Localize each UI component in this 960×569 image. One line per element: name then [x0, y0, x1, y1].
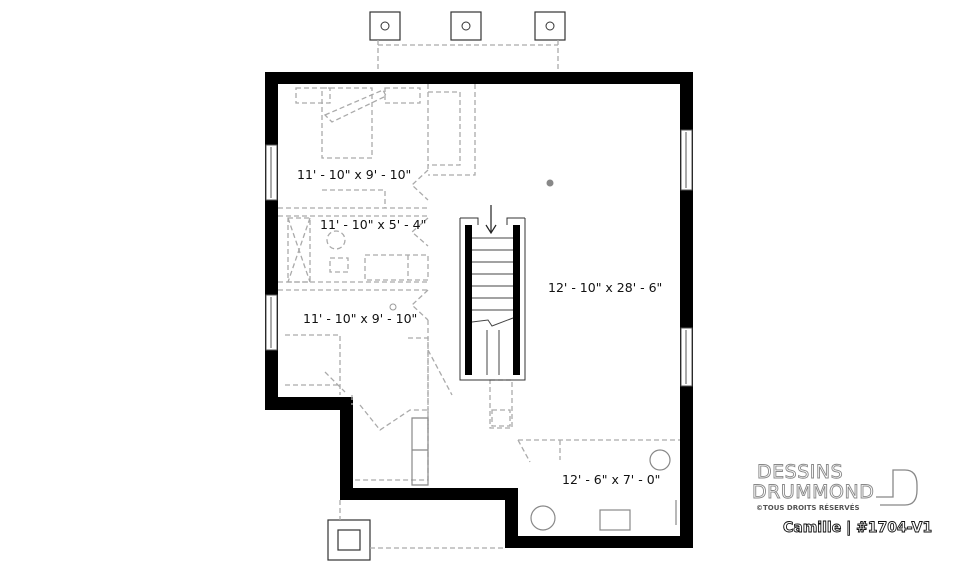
svg-text:DESSINS: DESSINS	[757, 461, 843, 483]
svg-text:©TOUS DROITS RÉSERVÉS: ©TOUS DROITS RÉSERVÉS	[756, 503, 860, 512]
staircase	[459, 205, 526, 381]
windows	[265, 129, 693, 387]
room-dimension-main-room: 12' - 10" x 28' - 6"	[548, 280, 662, 295]
dessins-drummond-logo: DESSINS DRUMMOND ©TOUS DROITS RÉSERVÉS	[752, 461, 918, 512]
room-dimension-utility: 12' - 6" x 7' - 0"	[562, 472, 660, 487]
svg-text:DRUMMOND: DRUMMOND	[752, 481, 874, 503]
room-dimension-bedroom-2: 11' - 10" x 9' - 10"	[303, 311, 417, 326]
plan-caption: Camille | #1704-V1	[783, 520, 932, 536]
interior-partitions	[278, 84, 680, 531]
room-dimension-bathroom: 11' - 10" x 5' - 4"	[320, 217, 426, 232]
room-dimension-bedroom-1: 11' - 10" x 9' - 10"	[297, 167, 411, 182]
exterior-posts	[327, 11, 566, 561]
stair-direction-arrow-icon	[485, 205, 497, 235]
